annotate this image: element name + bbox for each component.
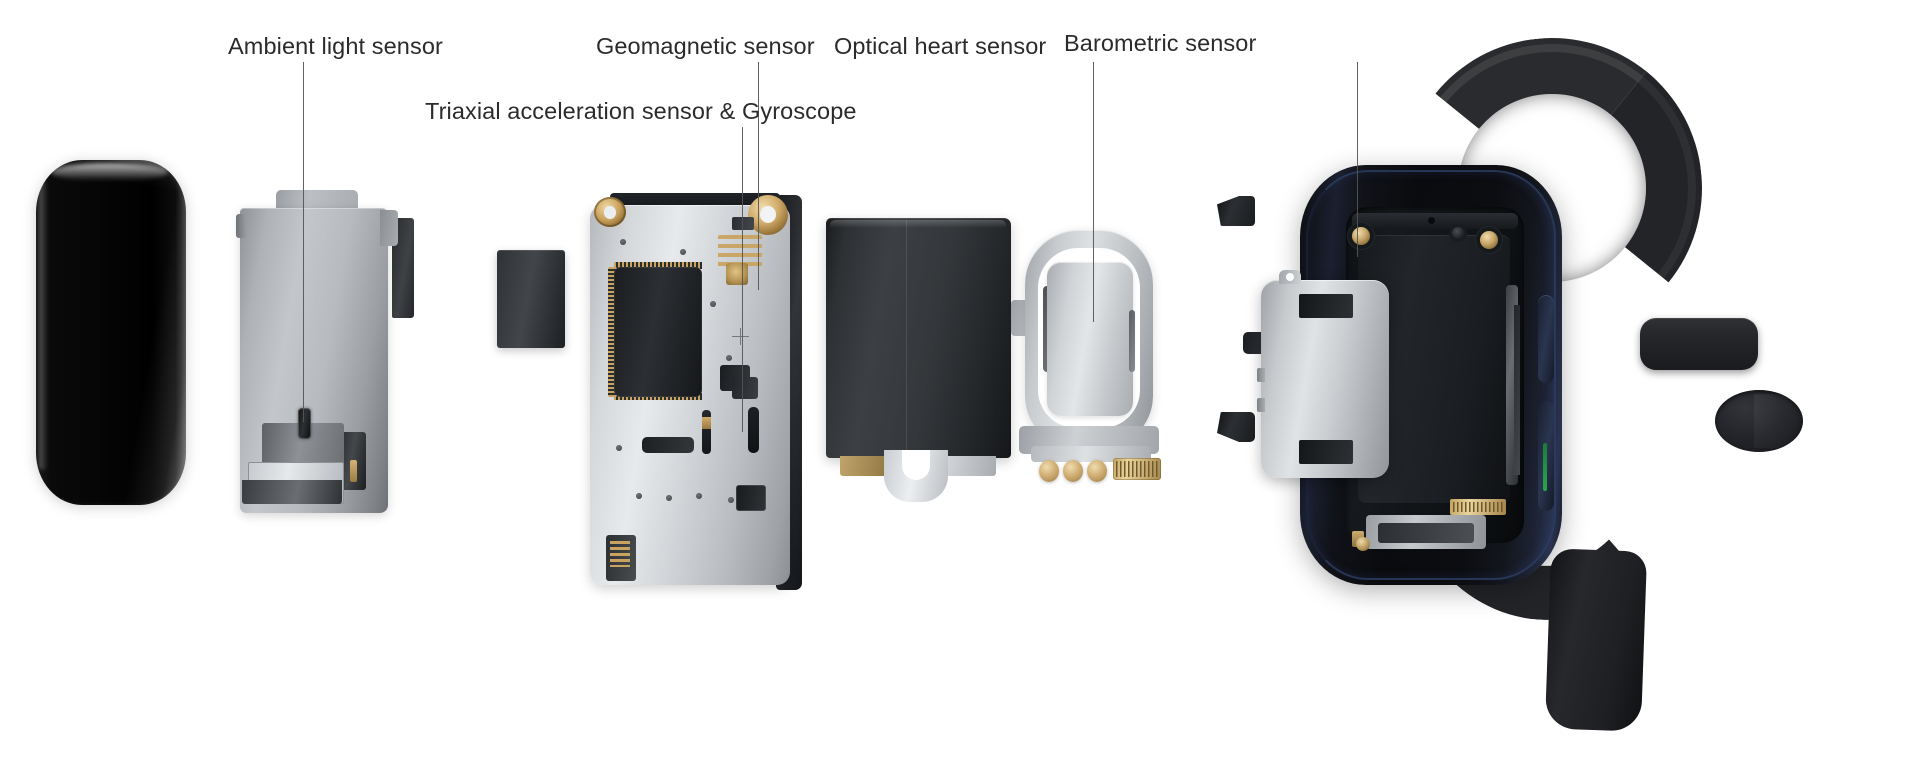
case-top-bracket	[1352, 213, 1518, 229]
heart-sensor-plate	[1047, 262, 1133, 416]
leader-line-ambient-light-sensor	[303, 62, 304, 422]
board-crosshair-mark	[732, 328, 749, 345]
case-flex-vertical	[1514, 305, 1520, 475]
battery-gold-tab	[840, 456, 890, 476]
heart-sensor-connector	[1113, 458, 1161, 480]
board-gold-pad	[702, 417, 711, 429]
case-screw	[1480, 231, 1498, 249]
heart-sensor-gold-pad	[1039, 460, 1059, 482]
display-panel-part	[36, 160, 186, 505]
board-bottom-flex	[606, 535, 636, 581]
battery-part	[826, 218, 1011, 502]
strap-hole	[1725, 509, 1777, 551]
rear-shield-plate-part	[1243, 270, 1393, 480]
board-block-b	[732, 377, 758, 399]
case-vent-hole	[1452, 227, 1464, 239]
main-logic-board-part	[580, 193, 805, 590]
board-hole	[696, 493, 702, 499]
board-hole	[710, 301, 716, 307]
callout-label-triaxial-accel-gyro: Triaxial acceleration sensor & Gyroscope	[425, 98, 857, 124]
optical-heart-sensor-part	[1011, 230, 1165, 482]
barometric-sensor-port	[1352, 227, 1370, 245]
case-green-accent	[1543, 443, 1547, 491]
bracket-gold-pin	[350, 460, 357, 482]
bracket-right-ear	[380, 210, 398, 246]
battery-flex-tab	[884, 450, 948, 502]
bracket-left-notch	[236, 214, 246, 238]
bracket-foot-lower	[242, 480, 342, 504]
board-hole	[726, 355, 732, 361]
board-connector-a	[702, 410, 711, 454]
board-hole	[616, 445, 622, 451]
board-hole	[680, 249, 686, 255]
board-hole	[636, 493, 642, 499]
shield-pad-bottom	[1299, 440, 1353, 464]
board-gold-coil	[726, 263, 748, 285]
callout-label-ambient-light-sensor: Ambient light sensor	[228, 33, 443, 59]
leader-line-geomagnetic-sensor	[758, 62, 759, 290]
triaxial-accel-gyro-chip	[736, 485, 766, 511]
battery-body	[826, 218, 1011, 458]
strap-oval-emboss	[1715, 390, 1803, 452]
case-gold-connector	[1450, 499, 1506, 515]
callout-label-geomagnetic-sensor: Geomagnetic sensor	[596, 33, 815, 59]
board-memory-chip	[614, 267, 702, 397]
dark-chip-block-part	[497, 250, 565, 348]
ambient-light-sensor-window	[298, 408, 311, 439]
strap-hole	[1730, 468, 1764, 494]
board-hole	[620, 239, 626, 245]
board-gold-ring-left	[594, 197, 626, 227]
shield-top-tab	[1279, 270, 1301, 284]
strap-keeper-loop	[1640, 318, 1758, 370]
board-hole	[728, 497, 734, 503]
board-hole	[666, 495, 672, 501]
strap-hole	[1709, 607, 1751, 641]
battery-seam	[906, 220, 907, 456]
board-connector-b	[748, 407, 759, 453]
board-flex-top	[614, 262, 702, 269]
heart-sensor-gold-pad	[1063, 460, 1083, 482]
board-flex-left	[608, 267, 617, 397]
geomagnetic-sensor-chip	[732, 217, 754, 230]
shield-notch	[1257, 398, 1265, 412]
leader-line-triaxial-accel-gyro	[742, 127, 743, 432]
board-gold-ring-right	[748, 195, 788, 235]
leader-line-barometric-sensor	[1357, 62, 1358, 257]
callout-label-barometric-sensor: Barometric sensor	[1064, 30, 1257, 56]
callout-label-optical-heart-sensor: Optical heart sensor	[834, 33, 1047, 59]
leader-line-optical-heart-sensor	[1093, 62, 1094, 322]
case-side-button-upper[interactable]	[1538, 295, 1554, 383]
case-bottom-inner	[1378, 523, 1474, 543]
shield-notch	[1257, 368, 1265, 382]
shield-pad-top	[1299, 294, 1353, 318]
heart-sensor-gold-pad	[1087, 460, 1107, 482]
mic-wedge-upper-part	[1217, 196, 1255, 226]
battery-silver-tab	[944, 456, 996, 476]
case-screw-bottom	[1356, 537, 1370, 551]
battery-top-highlight	[830, 220, 1006, 228]
strap-hole	[1718, 559, 1770, 601]
silver-bracket-part	[236, 180, 414, 513]
heart-sensor-slot-right	[1129, 310, 1135, 372]
board-block-c	[642, 437, 694, 453]
